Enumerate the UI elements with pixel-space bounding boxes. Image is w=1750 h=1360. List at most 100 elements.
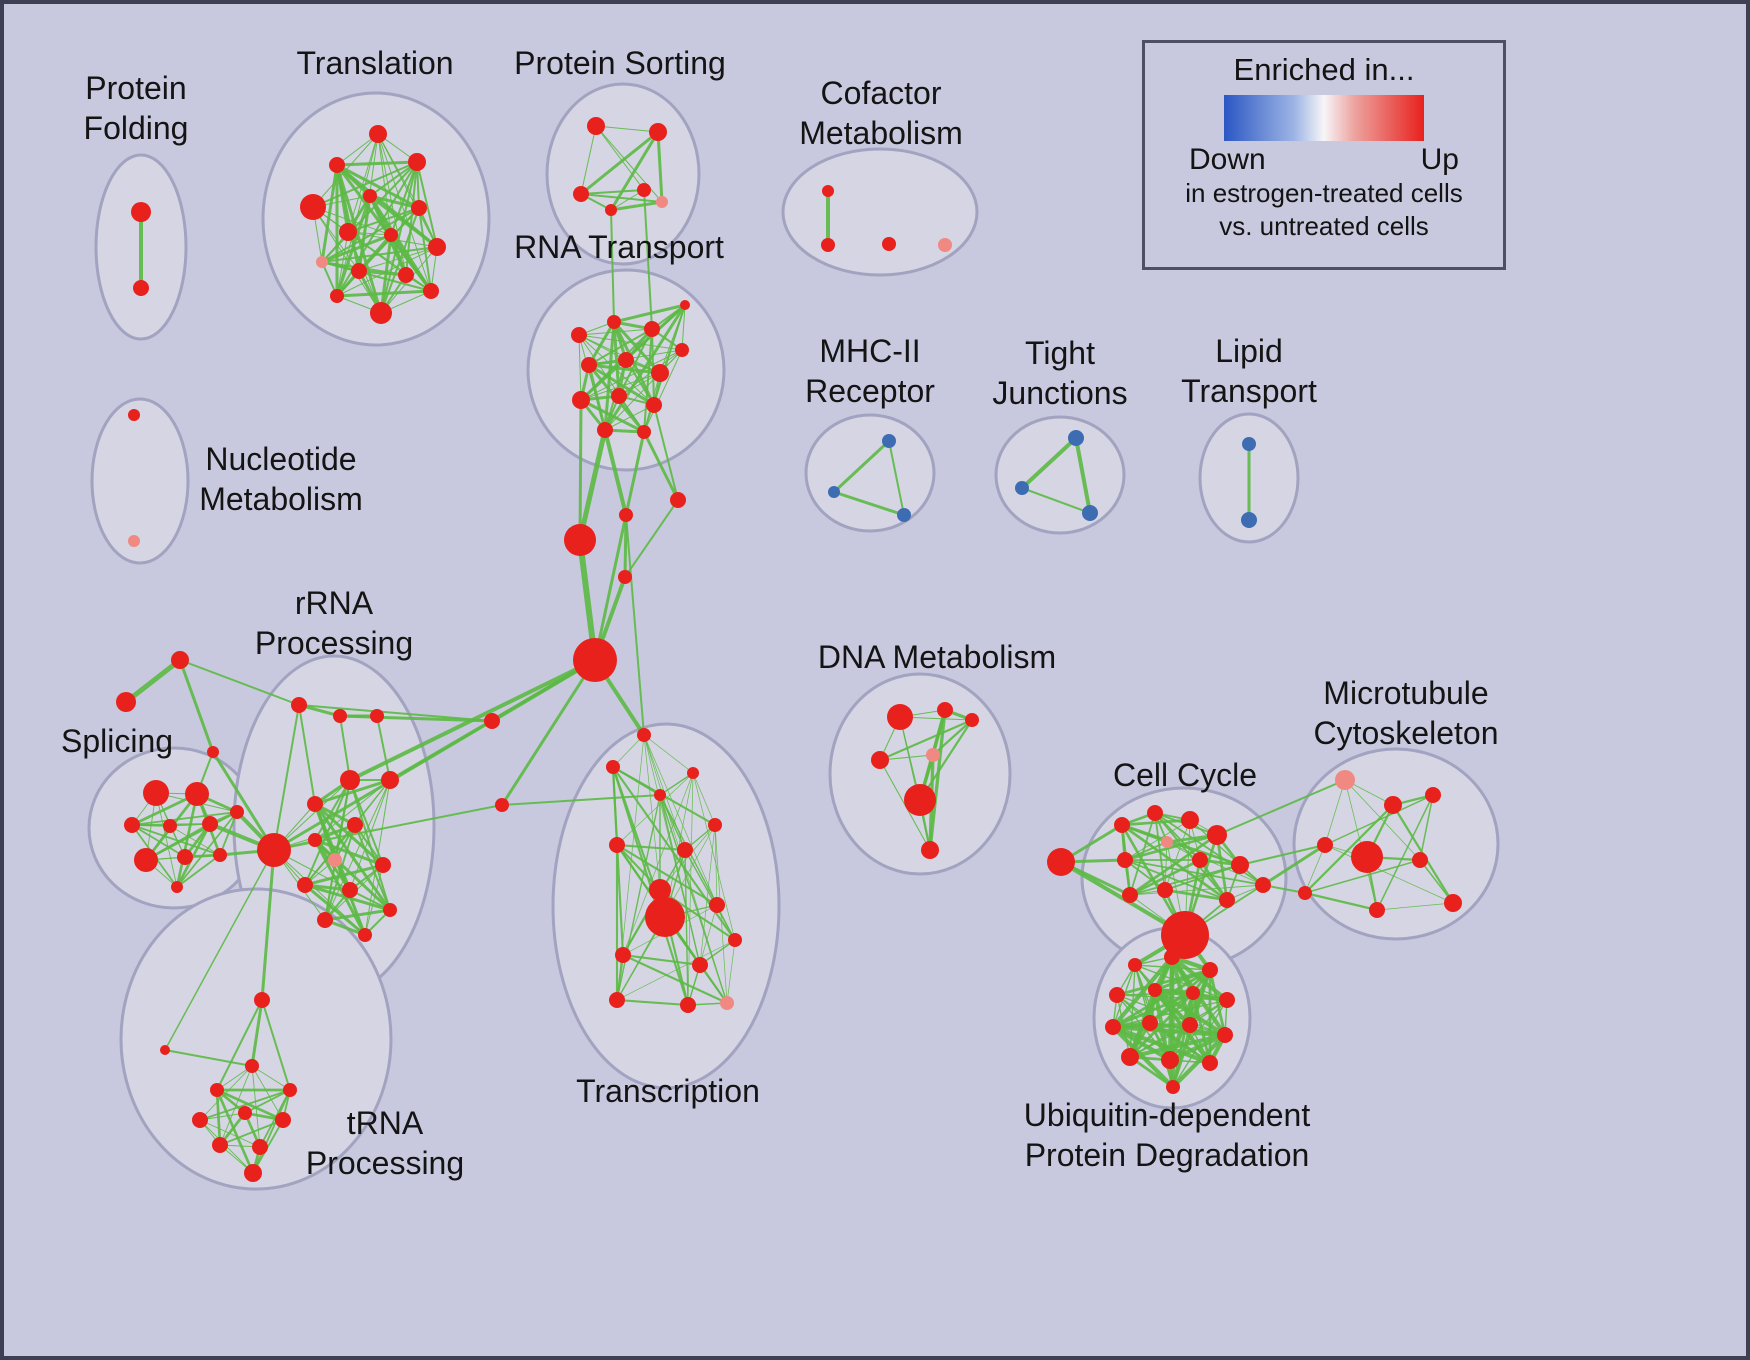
edge-rrna-processing bbox=[313, 838, 385, 867]
edge-rrna-processing bbox=[364, 864, 384, 936]
edge-cell-cycle bbox=[1154, 812, 1264, 886]
edge-translation bbox=[357, 233, 393, 273]
node-translation bbox=[339, 223, 357, 241]
edge-trna-processing bbox=[244, 1089, 291, 1114]
node-cell-cycle bbox=[1181, 811, 1199, 829]
edge-rna-transport bbox=[580, 372, 661, 401]
node-ubiquitin-degradation bbox=[1202, 1055, 1218, 1071]
edge-splicing bbox=[169, 825, 221, 856]
edge-rrna-processing bbox=[304, 779, 351, 886]
node-cell-cycle bbox=[1161, 911, 1209, 959]
edge-connector bbox=[1261, 843, 1327, 887]
edge-trna-processing bbox=[219, 1119, 284, 1146]
node-rrna-processing bbox=[370, 709, 384, 723]
node-translation bbox=[384, 228, 398, 242]
edge-cell-cycle bbox=[1128, 858, 1202, 897]
cluster-label-splicing: Splicing bbox=[61, 723, 173, 759]
edge-trna-processing bbox=[251, 1065, 284, 1121]
node-rrna-processing bbox=[291, 697, 307, 713]
edge-ubiquitin-degradation bbox=[1129, 1024, 1191, 1058]
node-splicing bbox=[171, 881, 183, 893]
edge-cell-cycle bbox=[1198, 858, 1229, 902]
node-transcription bbox=[615, 947, 631, 963]
cluster-label-rna-transport: RNA Transport bbox=[514, 229, 724, 265]
edge-splicing bbox=[175, 792, 199, 889]
node-cell-cycle bbox=[1231, 856, 1249, 874]
node-connector bbox=[573, 638, 617, 682]
node-rrna-processing bbox=[375, 857, 391, 873]
edge-trna-processing bbox=[216, 1065, 253, 1091]
edge-transcription bbox=[612, 734, 645, 768]
legend-caption-line1: in estrogen-treated cells bbox=[1185, 178, 1463, 208]
node-cell-cycle bbox=[1192, 852, 1208, 868]
edge-translation bbox=[336, 231, 349, 297]
edge-transcription bbox=[616, 794, 661, 1001]
edge-connector bbox=[624, 499, 679, 578]
node-tight-junctions bbox=[1082, 505, 1098, 521]
node-splicing bbox=[163, 819, 177, 833]
edge-rrna-processing bbox=[313, 778, 392, 806]
legend-ends-row: Down Up bbox=[1145, 143, 1503, 177]
node-translation bbox=[398, 267, 414, 283]
edge-microtubule-cytoskeleton bbox=[1376, 902, 1454, 911]
cluster-label-microtubule-cytoskeleton: Microtubule bbox=[1323, 675, 1488, 711]
edge-transcription bbox=[615, 843, 687, 852]
edge-trna-processing bbox=[216, 999, 263, 1091]
node-transcription bbox=[680, 997, 696, 1013]
edge-translation bbox=[389, 233, 433, 293]
edge-rna-transport bbox=[587, 320, 616, 367]
edge-translation bbox=[369, 161, 418, 197]
edge-rna-transport bbox=[604, 404, 655, 431]
edge-dna-metabolism bbox=[931, 718, 974, 757]
node-transcription bbox=[609, 837, 625, 853]
node-ubiquitin-degradation bbox=[1161, 1051, 1179, 1069]
edge-connector bbox=[500, 658, 597, 807]
edge-ubiquitin-degradation bbox=[1112, 999, 1228, 1028]
cluster-label-tight-junctions: Tight bbox=[1025, 335, 1095, 371]
edge-connector bbox=[260, 848, 276, 1002]
edge-connector bbox=[1216, 779, 1346, 836]
edge-translation bbox=[336, 161, 418, 297]
node-transcription bbox=[654, 789, 666, 801]
edge-cell-cycle bbox=[1215, 833, 1229, 902]
edge-connector bbox=[211, 750, 276, 852]
node-ubiquitin-degradation bbox=[1202, 962, 1218, 978]
node-trna-processing bbox=[192, 1112, 208, 1128]
node-rrna-processing bbox=[317, 912, 333, 928]
edge-trna-processing bbox=[164, 1049, 253, 1067]
node-rrna-processing bbox=[328, 853, 342, 867]
edge-rna-transport bbox=[681, 304, 686, 351]
node-rna-transport bbox=[680, 300, 690, 310]
cluster-ellipse-mhc-ii-receptor bbox=[804, 413, 936, 533]
edge-protein-sorting bbox=[580, 189, 645, 195]
node-ubiquitin-degradation bbox=[1186, 986, 1200, 1000]
edge-translation bbox=[416, 161, 438, 248]
cluster-label-mhc-ii-receptor: MHC-II bbox=[819, 333, 920, 369]
node-protein-sorting bbox=[605, 204, 617, 216]
edge-cell-cycle bbox=[1124, 819, 1191, 861]
node-cofactor-metabolism bbox=[938, 238, 952, 252]
node-connector bbox=[618, 570, 632, 584]
edge-cell-cycle bbox=[1128, 833, 1219, 897]
node-translation bbox=[428, 238, 446, 256]
edge-cell-cycle bbox=[1166, 841, 1264, 886]
edge-connector bbox=[179, 659, 300, 706]
edge-trna-processing bbox=[261, 999, 291, 1091]
node-connector bbox=[495, 798, 509, 812]
edge-rrna-processing bbox=[273, 704, 300, 851]
cluster-label-trna-processing: Processing bbox=[306, 1145, 464, 1181]
edge-ubiquitin-degradation bbox=[1110, 1024, 1228, 1038]
edge-transcription bbox=[692, 772, 716, 826]
node-rrna-processing bbox=[358, 928, 372, 942]
node-transcription bbox=[728, 933, 742, 947]
cluster-label-mhc-ii-receptor: Receptor bbox=[805, 373, 935, 409]
edge-translation bbox=[312, 206, 360, 272]
legend-title: Enriched in... bbox=[1233, 52, 1415, 87]
node-splicing bbox=[124, 817, 140, 833]
node-rrna-processing bbox=[307, 796, 323, 812]
edge-transcription bbox=[714, 824, 728, 1004]
edge-cell-cycle bbox=[1124, 859, 1228, 901]
edge-protein-sorting bbox=[580, 193, 663, 203]
node-translation bbox=[408, 153, 426, 171]
edge-protein-sorting bbox=[595, 125, 645, 191]
